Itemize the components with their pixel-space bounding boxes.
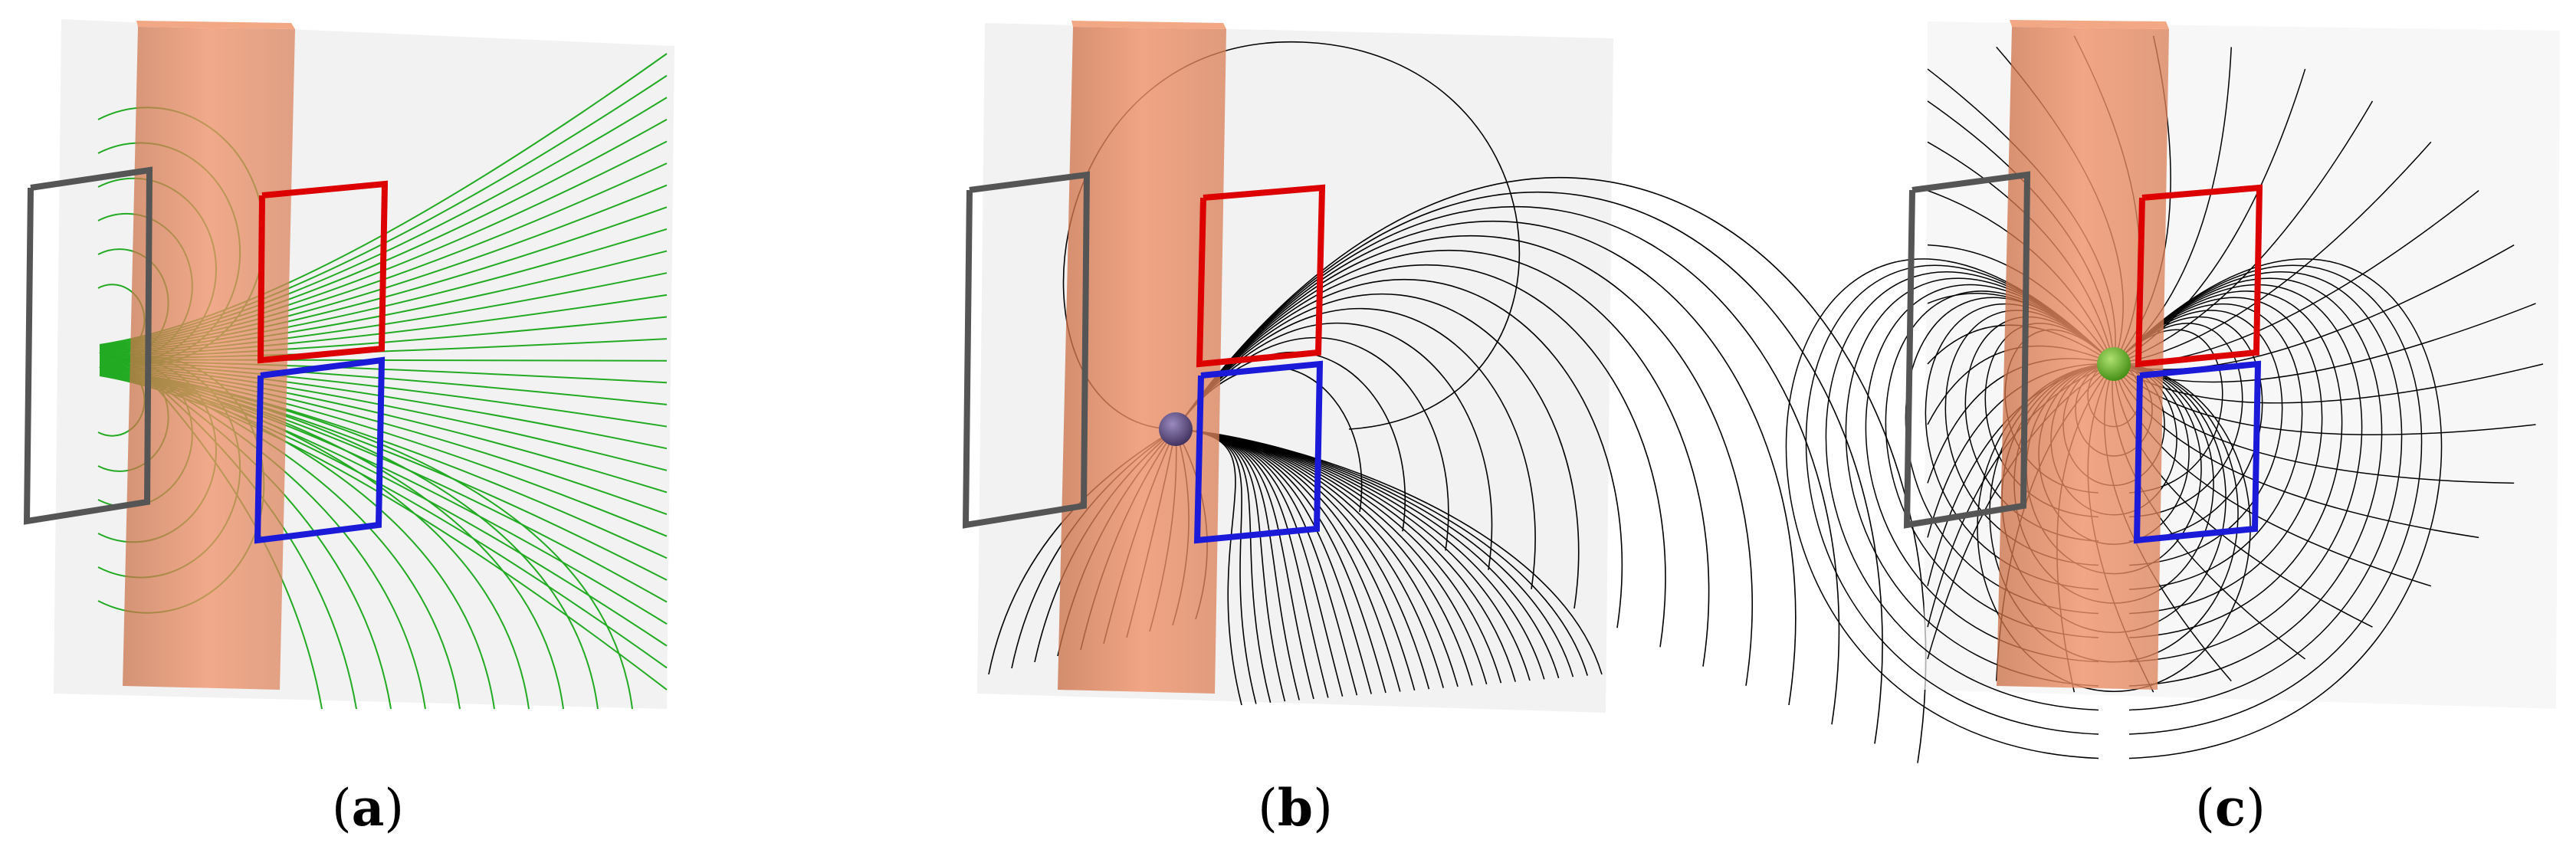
caption-c: (c) (2154, 778, 2307, 838)
frame-blue-c (2133, 360, 2262, 544)
field-arc (2113, 258, 2443, 759)
field-arc (1175, 177, 1927, 763)
caption-c-letter: c (2214, 778, 2246, 838)
field-arc (1825, 271, 2115, 711)
caption-b-letter: b (1277, 778, 1314, 838)
caption-c-close: ) (2246, 779, 2266, 838)
sphere-c (2097, 347, 2131, 381)
caption-b-close: ) (1313, 779, 1333, 838)
field-arc (1845, 277, 2115, 687)
field-arc (2113, 297, 2323, 615)
caption-a: (a) (291, 778, 445, 838)
frame-gray-b (962, 171, 1091, 529)
bar-c-top (2010, 20, 2169, 29)
bar-a-top (136, 21, 295, 29)
field-arc (1865, 284, 2115, 663)
frame-red-a (257, 180, 389, 364)
caption-a-letter: a (351, 778, 385, 838)
field-arc (2113, 277, 2383, 687)
caption-c-open: ( (2195, 779, 2215, 838)
caption-b-open: ( (1258, 779, 1278, 838)
frame-blue-a (254, 356, 386, 544)
panel-b (962, 21, 1927, 763)
field-line (1175, 428, 1603, 675)
field-arc (2113, 271, 2403, 711)
field-arc (1175, 278, 1623, 628)
sphere-b (1159, 412, 1193, 446)
field-arc (1175, 206, 1840, 725)
field-arc (2113, 303, 2303, 590)
frame-red-b (1196, 184, 1326, 368)
field-arc (1175, 351, 1406, 532)
field-arc (1785, 258, 2115, 759)
frame-gray-c (1903, 171, 2031, 529)
field-arc (1175, 264, 1666, 648)
frame-blue-b (1193, 360, 1324, 544)
field-arc (1175, 235, 1753, 686)
bar-a (123, 27, 295, 690)
field-arc (1805, 264, 2115, 735)
field-arc (1175, 307, 1536, 589)
caption-b: (b) (1219, 778, 1372, 838)
bar-c (1997, 27, 2169, 690)
field-arc (1175, 191, 1883, 744)
frame-gray-a (23, 166, 153, 525)
field-arc (2113, 290, 2343, 638)
panel-c (1785, 20, 2560, 759)
bar-b (1058, 27, 1226, 694)
field-loop (1977, 363, 2251, 692)
field-arc (1175, 336, 1449, 551)
field-arc (1175, 249, 1710, 667)
field-arc (1175, 293, 1580, 609)
field-arc (2113, 284, 2363, 663)
frame-red-c (2135, 184, 2263, 368)
bar-b-top (1071, 21, 1226, 29)
caption-a-close: ) (384, 779, 405, 838)
caption-a-open: ( (331, 779, 352, 838)
panel-a (23, 19, 674, 710)
field-arc (2113, 316, 2263, 542)
field-arc (2113, 323, 2243, 518)
field-arc (2113, 310, 2283, 566)
